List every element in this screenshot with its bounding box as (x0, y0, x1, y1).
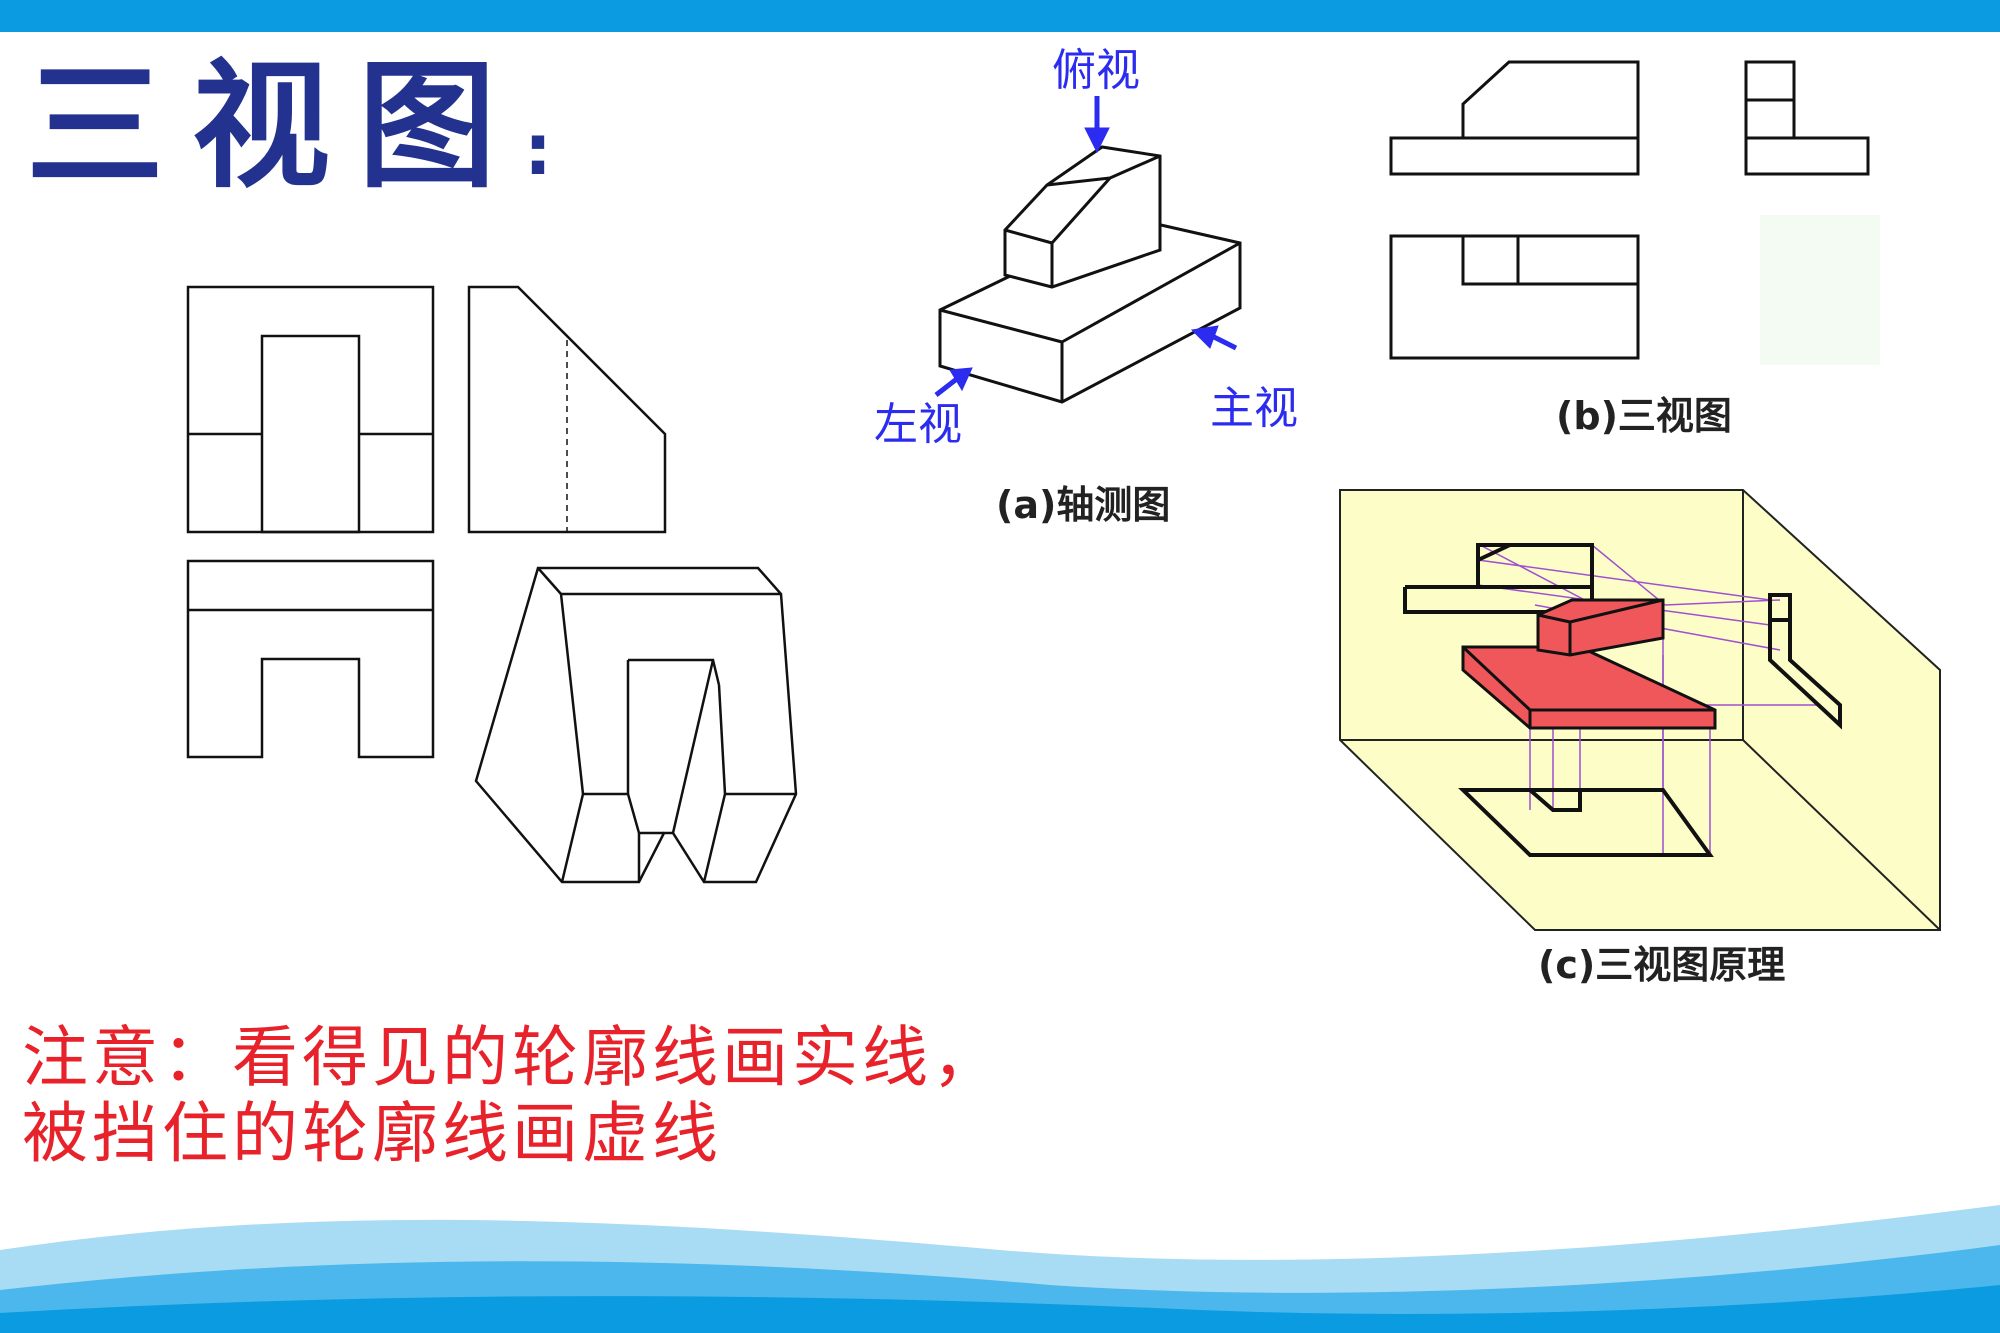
left-three-views (186, 285, 798, 884)
front-view-drawing (186, 285, 435, 534)
title-colon: : (524, 109, 553, 191)
top-view-arrow-icon (1084, 127, 1110, 154)
bottom-wave (0, 1189, 2000, 1333)
side-view-drawing (467, 285, 667, 534)
faded-patch (1760, 215, 1880, 365)
front-view-arrow-icon (1190, 325, 1219, 349)
page-title-text: 三视图 (26, 46, 525, 207)
caption-a: (a)轴测图 (996, 483, 1171, 527)
red-projected-object (1461, 598, 1717, 730)
caption-c: (c)三视图原理 (1538, 943, 1786, 987)
isometric-block (938, 145, 1242, 404)
projection-principle-box (1339, 489, 1941, 931)
top-view-label: 俯视 (1052, 45, 1140, 96)
top-bar (0, 0, 2000, 32)
top-view-drawing (186, 559, 435, 759)
three-view-drawing-b (1389, 60, 1870, 360)
left-view-label: 左视 (874, 399, 962, 450)
isometric-arch-drawing (474, 566, 798, 884)
note-line-1: 注意：看得见的轮廓线画实线， (22, 1019, 1002, 1096)
left-view-arrow-icon (949, 367, 973, 392)
view-arrows (934, 96, 1238, 397)
front-view-label: 主视 (1210, 383, 1298, 434)
note-line-2: 被挡住的轮廓线画虚线 (22, 1095, 722, 1172)
caption-b: (b)三视图 (1556, 394, 1732, 438)
page-title: 三视图: (26, 52, 552, 225)
